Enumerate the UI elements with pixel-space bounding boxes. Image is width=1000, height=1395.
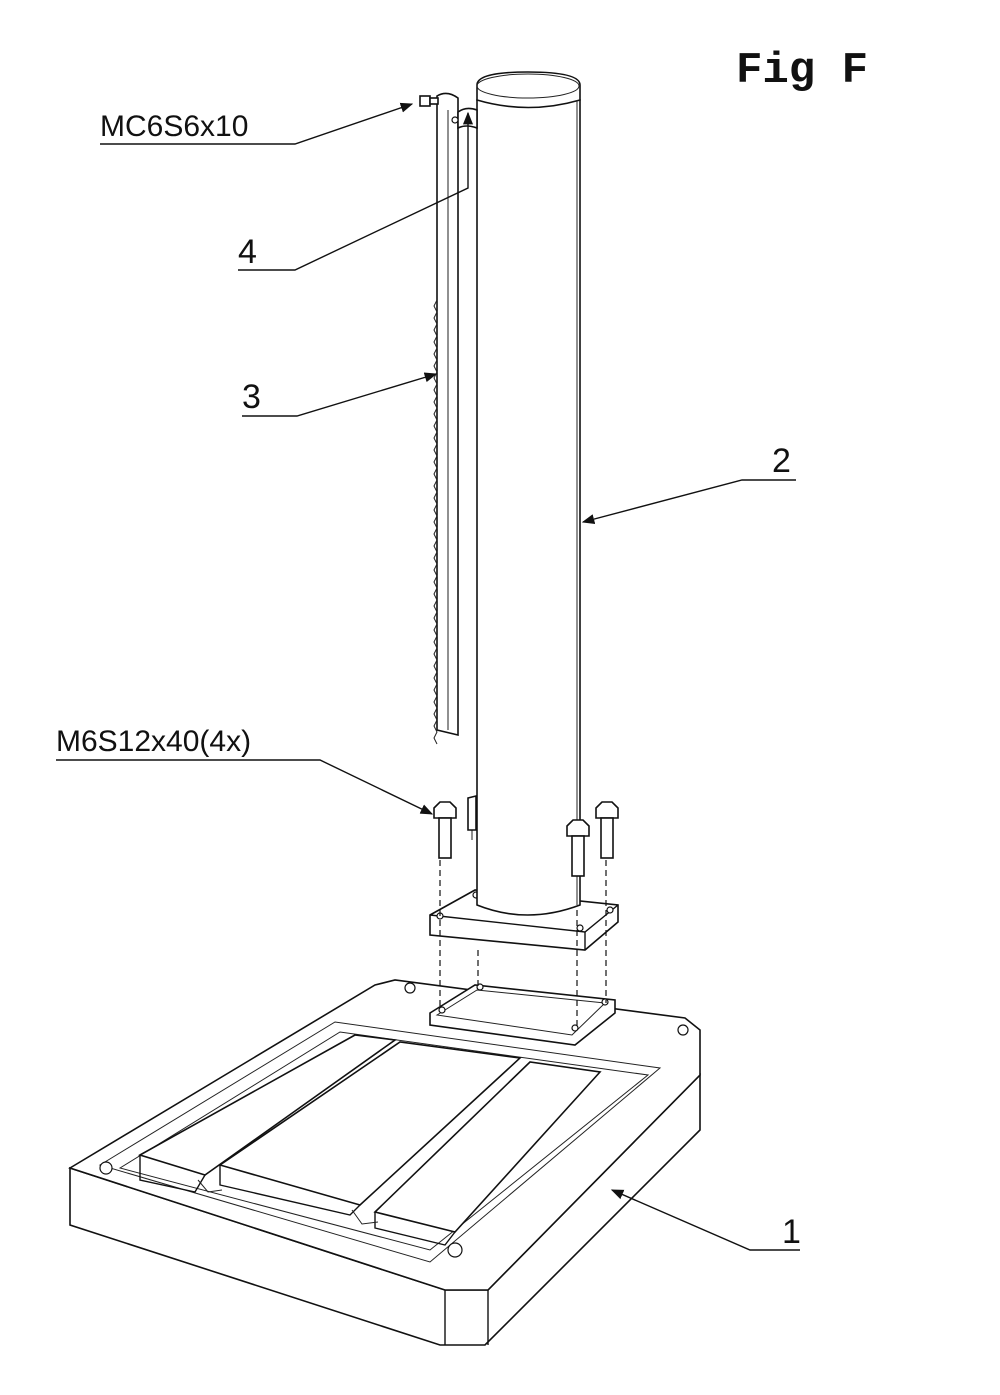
base-plate bbox=[68, 979, 701, 1346]
set-screw bbox=[419, 95, 439, 107]
label-part-1: 1 bbox=[782, 1213, 801, 1251]
mounting-bolts bbox=[433, 794, 619, 877]
figure-title: Fig F bbox=[736, 46, 868, 96]
callout-part-4: 4 bbox=[238, 111, 474, 271]
label-m6s12x40: M6S12x40(4x) bbox=[56, 725, 251, 758]
label-part-4: 4 bbox=[238, 233, 257, 271]
label-part-2: 2 bbox=[772, 442, 791, 480]
label-part-3: 3 bbox=[242, 378, 261, 416]
column-tube bbox=[471, 71, 581, 916]
callout-part-3: 3 bbox=[242, 372, 438, 417]
callout-mc6s6x10: MC6S6x10 bbox=[100, 102, 414, 145]
callout-part-1: 1 bbox=[610, 1189, 801, 1251]
label-mc6s6x10: MC6S6x10 bbox=[100, 110, 248, 143]
callout-part-2: 2 bbox=[581, 442, 796, 524]
rack-bar bbox=[433, 92, 478, 745]
callout-m6s12x40: M6S12x40(4x) bbox=[56, 725, 434, 815]
